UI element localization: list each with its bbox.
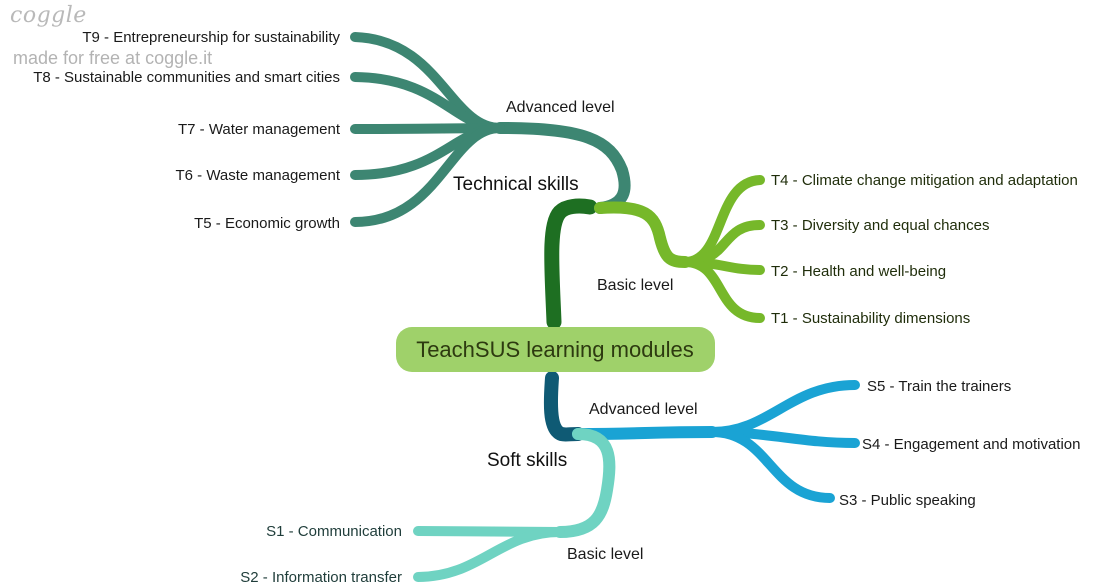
node-s2[interactable]: S2 - Information transfer: [240, 569, 402, 585]
node-s5[interactable]: S5 - Train the trainers: [867, 378, 1011, 395]
branch-s2: [413, 527, 565, 582]
node-s4[interactable]: S4 - Engagement and motivation: [862, 436, 1080, 453]
root-node-label: TeachSUS learning modules: [416, 337, 694, 362]
coggle-watermark-note: made for free at coggle.it: [13, 48, 213, 68]
soft-basic-label[interactable]: Basic level: [567, 546, 643, 563]
node-t3[interactable]: T3 - Diversity and equal chances: [771, 217, 989, 234]
branch-soft-trunk: [543, 371, 585, 442]
root-node[interactable]: TeachSUS learning modules: [396, 327, 715, 372]
branch-t8: [350, 72, 505, 133]
branch-t5: [350, 123, 505, 227]
root-node-box: [396, 327, 715, 372]
coggle-logo: coggle: [10, 3, 87, 28]
technical-advanced-label[interactable]: Advanced level: [506, 99, 615, 116]
node-t8[interactable]: T8 - Sustainable communities and smart c…: [33, 69, 340, 86]
branch-technical-trunk: [544, 198, 598, 330]
soft-advanced-label[interactable]: Advanced level: [589, 401, 698, 418]
soft-skills-label[interactable]: Soft skills: [487, 450, 567, 471]
technical-basic-label[interactable]: Basic level: [597, 277, 673, 294]
node-t1[interactable]: T1 - Sustainability dimensions: [771, 310, 970, 327]
branch-t1: [680, 257, 765, 323]
node-t9[interactable]: T9 - Entrepreneurship for sustainability: [82, 29, 340, 46]
node-t5[interactable]: T5 - Economic growth: [194, 215, 340, 232]
technical-skills-label[interactable]: Technical skills: [453, 174, 579, 195]
branch-t3: [680, 220, 765, 267]
branch-s5: [707, 380, 860, 437]
branch-soft-basic: [554, 428, 616, 538]
node-s3[interactable]: S3 - Public speaking: [839, 492, 976, 509]
node-t4[interactable]: T4 - Climate change mitigation and adapt…: [771, 172, 1078, 189]
branch-technical-advanced: [494, 122, 631, 214]
node-t6[interactable]: T6 - Waste management: [175, 167, 340, 184]
node-t7[interactable]: T7 - Water management: [178, 121, 341, 138]
branch-technical-basic: [594, 201, 691, 268]
node-t2[interactable]: T2 - Health and well-being: [771, 263, 946, 280]
node-s1[interactable]: S1 - Communication: [266, 523, 402, 540]
branch-s3: [707, 427, 835, 503]
